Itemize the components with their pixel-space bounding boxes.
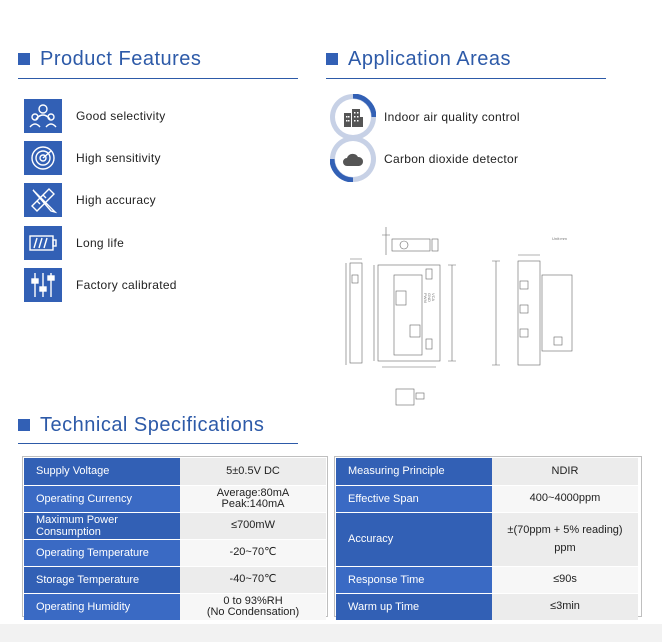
spec-row: Response Time ≤90s (336, 566, 638, 594)
spec-value: ±(70ppm + 5% reading) ppm (492, 512, 638, 567)
applications-underline (326, 78, 606, 79)
spec-key: Operating Temperature (24, 539, 180, 567)
application-item-co2: Carbon dioxide detector (330, 136, 518, 182)
feature-item-accuracy: High accuracy (24, 183, 156, 217)
application-ring (330, 136, 376, 182)
spec-row: Effective Span 400~4000ppm (336, 485, 638, 513)
spec-key: Operating Humidity (24, 593, 180, 621)
spec-key: Storage Temperature (24, 566, 180, 594)
spec-key: Response Time (336, 566, 492, 594)
spec-value: ≤90s (492, 566, 638, 594)
specs-title: Technical Specifications (40, 413, 265, 436)
spec-value: 400~4000ppm (492, 485, 638, 513)
feature-label: Long life (76, 236, 125, 250)
people-icon (24, 99, 62, 133)
battery-icon (24, 226, 62, 260)
page-bottom-strip (0, 624, 662, 642)
spec-value: 0 to 93%RH (No Condensation) (180, 593, 326, 621)
application-ring (330, 94, 376, 140)
heading-square-icon (326, 53, 338, 65)
spec-value: Average:80mA Peak:140mA (180, 485, 326, 513)
feature-label: Factory calibrated (76, 278, 177, 292)
dimension-drawing: VCA GND PWM Unit:mm (330, 215, 590, 415)
applications-heading: Application Areas (326, 44, 511, 74)
radar-icon (24, 141, 62, 175)
feature-item-long-life: Long life (24, 226, 124, 260)
spec-row: Warm up Time ≤3min (336, 593, 638, 621)
spec-value: ≤700mW (180, 512, 326, 540)
features-title: Product Features (40, 47, 202, 70)
right-spec-table: Measuring Principle NDIR Effective Span … (336, 458, 638, 621)
spec-key: Warm up Time (336, 593, 492, 621)
spec-value: ≤3min (492, 593, 638, 621)
feature-label: Good selectivity (76, 109, 166, 123)
spec-row: Operating Humidity 0 to 93%RH (No Conden… (24, 593, 326, 621)
feature-item-selectivity: Good selectivity (24, 99, 166, 133)
feature-item-sensitivity: High sensitivity (24, 141, 161, 175)
heading-square-icon (18, 53, 30, 65)
pin-label-gnd: GND (427, 293, 432, 302)
left-spec-table: Supply Voltage 5±0.5V DC Operating Curre… (24, 458, 326, 621)
spec-row: Accuracy ±(70ppm + 5% reading) ppm (336, 512, 638, 567)
pin-label-pwm: PWM (423, 293, 428, 303)
feature-label: High sensitivity (76, 151, 161, 165)
spec-key: Accuracy (336, 512, 492, 567)
ruler-pencil-icon (24, 183, 62, 217)
cloud-icon (335, 141, 371, 177)
application-label: Indoor air quality control (384, 110, 520, 124)
applications-title: Application Areas (348, 47, 512, 70)
spec-key: Measuring Principle (336, 458, 492, 486)
heading-square-icon (18, 419, 30, 431)
specs-heading: Technical Specifications (18, 410, 264, 440)
application-label: Carbon dioxide detector (384, 152, 519, 166)
specs-underline (18, 443, 298, 444)
spec-value: -40~70℃ (180, 566, 326, 594)
feature-item-calibrated: Factory calibrated (24, 268, 177, 302)
spec-row: Storage Temperature -40~70℃ (24, 566, 326, 594)
building-icon (335, 99, 371, 135)
spec-key: Operating Currency (24, 485, 180, 513)
spec-key: Effective Span (336, 485, 492, 513)
spec-value: NDIR (492, 458, 638, 486)
spec-row: Maximum Power Consumption ≤700mW (24, 512, 326, 540)
feature-label: High accuracy (76, 193, 156, 207)
features-underline (18, 78, 298, 79)
spec-value: -20~70℃ (180, 539, 326, 567)
spec-row: Operating Currency Average:80mA Peak:140… (24, 485, 326, 513)
spec-value: 5±0.5V DC (180, 458, 326, 486)
spec-key: Supply Voltage (24, 458, 180, 486)
spec-row: Measuring Principle NDIR (336, 458, 638, 486)
spec-row: Operating Temperature -20~70℃ (24, 539, 326, 567)
unit-label: Unit:mm (552, 236, 568, 241)
spec-key: Maximum Power Consumption (24, 512, 180, 540)
spec-row: Supply Voltage 5±0.5V DC (24, 458, 326, 486)
application-item-indoor-air: Indoor air quality control (330, 94, 520, 140)
features-heading: Product Features (18, 44, 201, 74)
sliders-icon (24, 268, 62, 302)
pin-label-vca: VCA (431, 293, 436, 302)
